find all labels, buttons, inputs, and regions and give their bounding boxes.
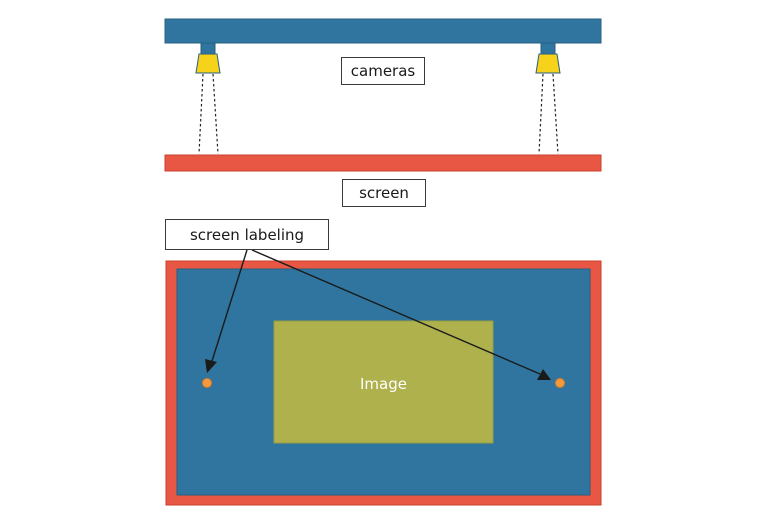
image-label: Image [360, 375, 407, 393]
cameras-label: cameras [341, 57, 425, 85]
screen-marker-right [555, 378, 565, 388]
camera-left-view-line [212, 73, 219, 155]
camera-right-view-line [552, 73, 559, 155]
camera-left-lens [195, 53, 221, 74]
screen-side-view [164, 154, 602, 172]
camera-right-lens [535, 53, 561, 74]
camera-left-view-line [198, 73, 204, 155]
camera-left [195, 42, 221, 155]
screen-label: screen [342, 179, 426, 207]
image-area [273, 320, 494, 444]
camera-left-mount [200, 42, 216, 55]
camera-right-mount [540, 42, 556, 55]
camera-rail [164, 18, 602, 44]
arrow-to-right-marker [251, 249, 541, 375]
camera-right [535, 42, 561, 155]
arrow-head-left [205, 359, 217, 373]
camera-right-view-line [538, 73, 544, 155]
screen-marker-left [202, 378, 212, 388]
screen-labeling-label: screen labeling [165, 219, 329, 250]
arrow-to-left-marker [211, 249, 248, 362]
arrow-head-right [537, 369, 551, 380]
